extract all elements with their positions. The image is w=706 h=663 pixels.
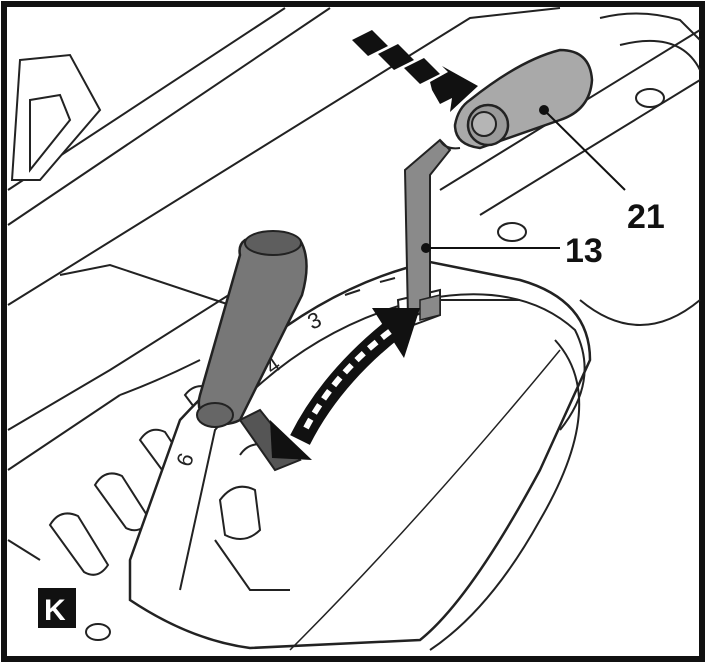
lever-handle (439, 48, 594, 150)
mounting-holes (85, 88, 665, 641)
panel-letter: K (44, 594, 66, 627)
callout-leaders (421, 105, 626, 253)
push-arrow (352, 30, 478, 112)
adjust-direction-arrow (270, 308, 420, 460)
panel-badge: K (38, 588, 76, 628)
callout-label-21: 21 (627, 198, 665, 236)
side-vent (10, 53, 102, 181)
callout-label-13: 13 (565, 232, 603, 270)
